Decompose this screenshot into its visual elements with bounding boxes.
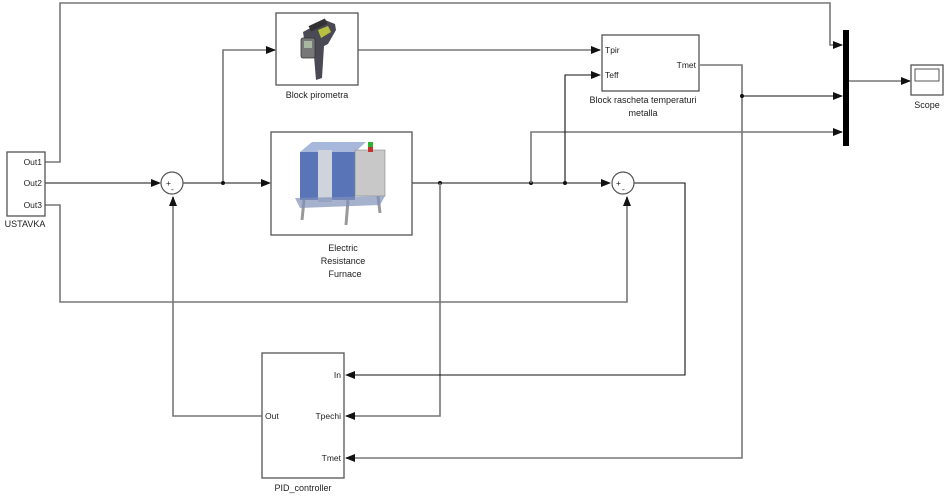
wire-out1-to-mux[interactable] [45,2,843,163]
furnace-icon [295,142,386,226]
sum1-block[interactable]: + - [160,171,184,195]
scope-label: Scope [914,100,940,110]
pid-body[interactable] [261,352,345,479]
scope-block[interactable]: Scope [910,64,944,110]
mux-block[interactable] [843,30,849,146]
raschet-block[interactable]: Tpir Teff Tmet Block rascheta temperatur… [589,34,700,118]
pid-label: PID_controller [274,483,331,493]
ustavka-block[interactable]: Out1 Out2 Out3 USTAVKA [5,151,46,229]
sum2-plus-sign: + [616,178,621,188]
sum1-minus-sign: - [171,184,174,194]
furnace-label-line2: Resistance [321,256,366,266]
raschet-label-line1: Block rascheta temperaturi [589,95,696,105]
raschet-label-line2: metalla [628,108,657,118]
wire-tmet-to-pid-tmet[interactable] [345,64,743,462]
branch-point [221,181,225,185]
port-out3: Out3 [24,200,43,210]
pyrometer-block[interactable]: Block pirometra [275,12,359,100]
pyrometer-label: Block pirometra [286,90,349,100]
furnace-block[interactable]: Electric Resistance Furnace [270,131,413,279]
wire-furnace-to-mux[interactable] [530,128,843,183]
wire-furnace-to-teff[interactable] [564,71,601,183]
furnace-label-line1: Electric [328,243,358,253]
ustavka-body[interactable] [6,151,46,217]
sum1-plus-sign: + [166,178,171,188]
port-tmet-out: Tmet [677,60,697,70]
port-out1: Out1 [24,157,43,167]
branch-point [740,94,744,98]
port-tpir: Tpir [605,45,620,55]
pyrometer-icon [300,18,336,80]
wire-sum1-to-pyrometer[interactable] [222,46,276,183]
port-out2: Out2 [24,178,43,188]
wire-out3-to-sum2[interactable] [45,196,631,303]
scope-icon [914,68,940,82]
sum2-block[interactable]: + - [611,171,635,195]
port-pid-out: Out [265,411,279,421]
port-pid-tmet: Tmet [322,453,342,463]
ustavka-label: USTAVKA [5,219,46,229]
wire-sum2-to-pid-in[interactable] [345,182,686,379]
port-pid-tpechi: Tpechi [315,411,341,421]
sum2-minus-sign: - [622,184,625,194]
wire-pid-to-sum1[interactable] [169,196,262,417]
wire-furnace-to-pid-tpechi[interactable] [345,183,441,420]
furnace-label-line3: Furnace [328,269,361,279]
port-pid-in: In [334,370,341,380]
port-teff: Teff [605,70,619,80]
raschet-body[interactable] [601,34,700,92]
pid-controller-block[interactable]: Out In Tpechi Tmet PID_controller [261,352,345,493]
